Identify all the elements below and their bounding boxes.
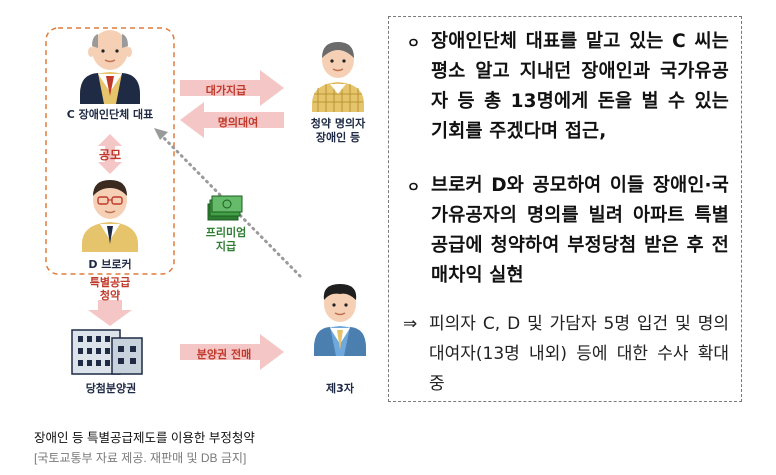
- holders-label-line2: 장애인 등: [315, 131, 361, 144]
- premium-arrowhead: [154, 128, 168, 140]
- bullet-2: ㅇ: [407, 180, 421, 196]
- special-supply-arrow: [88, 300, 132, 326]
- d-broker-label: D 브로커: [88, 258, 132, 271]
- paragraph-2: ㅇ 브로커 D와 공모하여 이들 장애인·국가유공자의 명의를 빌려 아파트 특…: [407, 171, 729, 291]
- lend-name-arrow: [180, 102, 284, 138]
- image-caption: 장애인 등 특별공급제도를 이용한 부정청약: [34, 431, 255, 445]
- conspirators-group-box: [45, 27, 175, 275]
- money-icon: [207, 195, 243, 221]
- third-party-icon: [314, 284, 366, 356]
- apartment-label: 당첨분양권: [85, 382, 137, 395]
- explanation-panel: ㅇ 장애인단체 대표를 맡고 있는 C 씨는 평소 알고 지내던 장애인과 국가…: [388, 16, 742, 402]
- name-holders-icon: [312, 42, 364, 112]
- special-supply-label-line2: 청약: [99, 289, 121, 302]
- d-broker-icon: [82, 180, 138, 252]
- right-double-arrow-icon: ⇒: [403, 314, 418, 334]
- c-representative-icon: [80, 30, 140, 104]
- bullet-1: ㅇ: [407, 36, 421, 52]
- lend-name-label: 명의대여: [217, 116, 259, 129]
- payment-label: 대가지급: [205, 84, 247, 97]
- paragraph-1-text: 장애인단체 대표를 맡고 있는 C 씨는 평소 알고 지내던 장애인과 국가유공…: [431, 31, 729, 142]
- image-credit: [국토교통부 자료 제공. 재판매 및 DB 금지]: [34, 451, 247, 465]
- c-representative-label: C 장애인단체 대표: [66, 108, 154, 121]
- resale-label: 분양권 전매: [196, 348, 252, 361]
- scheme-diagram: [45, 27, 366, 375]
- third-party-label: 제3자: [326, 382, 354, 395]
- collusion-arrow: [98, 134, 122, 174]
- holders-label-line1: 청약 명의자: [310, 117, 366, 130]
- payment-arrow: [180, 70, 284, 106]
- diagram-stage: C 장애인단체 대표 공모 D 브로커 특별공급 청약 당첨분양권 대가지급 명…: [45, 27, 366, 395]
- investigation-note-text: 피의자 C, D 및 가담자 5명 입건 및 명의대여자(13명 내외) 등에 …: [429, 314, 729, 394]
- special-supply-label-line1: 특별공급: [89, 276, 131, 289]
- apartment-building-icon: [71, 329, 143, 375]
- premium-label-line2: 지급: [215, 240, 237, 253]
- collusion-label: 공모: [98, 148, 122, 162]
- investigation-note: ⇒ 피의자 C, D 및 가담자 5명 입건 및 명의대여자(13명 내외) 등…: [403, 309, 729, 399]
- paragraph-2-text: 브로커 D와 공모하여 이들 장애인·국가유공자의 명의를 빌려 아파트 특별공…: [431, 175, 729, 286]
- paragraph-1: ㅇ 장애인단체 대표를 맡고 있는 C 씨는 평소 알고 지내던 장애인과 국가…: [407, 27, 729, 147]
- premium-label-line1: 프리미엄: [205, 226, 247, 239]
- resale-arrow: [180, 334, 284, 370]
